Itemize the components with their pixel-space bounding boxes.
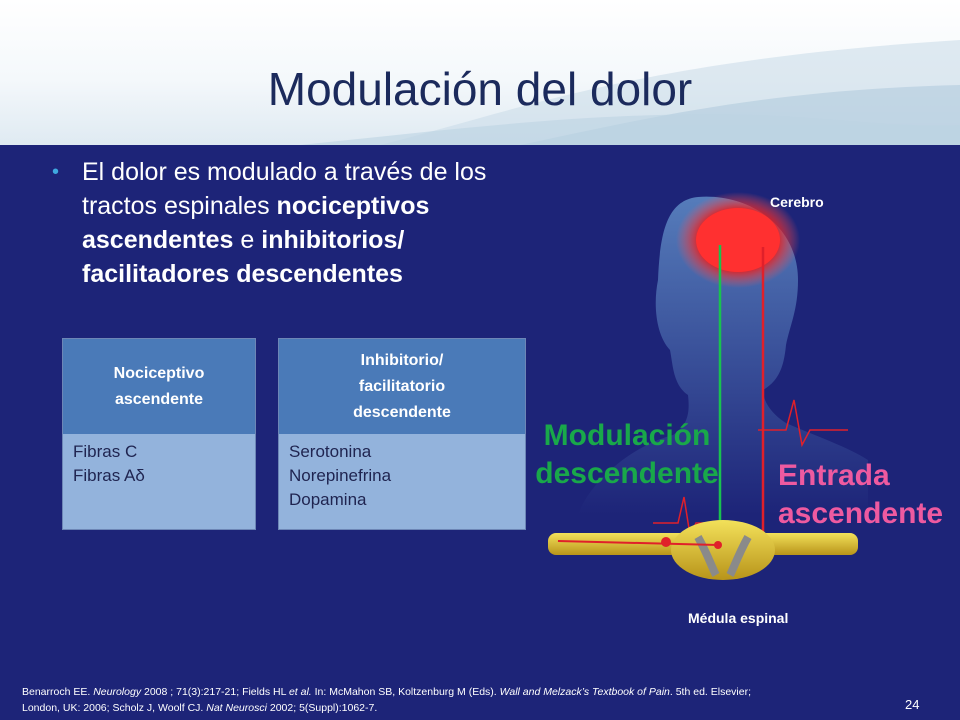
ref-text-italic: Neurology bbox=[93, 686, 142, 698]
slide-header: Modulación del dolor bbox=[0, 0, 960, 145]
bullet-bold-descending: inhibitorios/ facilitadores descendentes bbox=[82, 226, 405, 288]
table-cell: Dopamina bbox=[289, 490, 367, 509]
label-descending-modulation: Modulación descendente bbox=[527, 417, 727, 493]
table-header-line: descendente bbox=[353, 403, 451, 421]
signal-wave-upper bbox=[758, 399, 848, 448]
ref-text-italic: Wall and Melzack’s Textbook of Pain bbox=[499, 686, 670, 698]
table-header-line: ascendente bbox=[114, 390, 204, 408]
ref-text: In: McMahon SB, Koltzenburg M (Eds). bbox=[311, 686, 500, 698]
bullet-point: • El dolor es modulado a través de los t… bbox=[52, 155, 552, 291]
ref-text: 2002; 5(Suppl):1062-7. bbox=[266, 702, 378, 714]
reference-line: Benarroch EE. Neurology 2008 ; 71(3):217… bbox=[22, 684, 902, 700]
bullet-marker-icon: • bbox=[52, 161, 60, 183]
bullet-text-part: El dolor es modulado a través de los tra… bbox=[82, 158, 487, 220]
table-header-line: facilitatorio bbox=[358, 377, 446, 395]
table-header-line: Nociceptivo bbox=[113, 364, 205, 382]
head-silhouette bbox=[578, 196, 868, 515]
table-nociceptive: Nociceptivo ascendente Fibras C Fibras A… bbox=[62, 338, 256, 530]
page-number: 24 bbox=[905, 697, 920, 712]
label-line: descendente bbox=[535, 457, 719, 490]
label-ascending-input: Entrada ascendente bbox=[778, 457, 943, 533]
table-header-line: Inhibitorio/ bbox=[360, 351, 444, 369]
label-line: Modulación bbox=[543, 419, 711, 452]
header-wave-decoration bbox=[300, 40, 960, 145]
table-header: Inhibitorio/ facilitatorio descendente bbox=[279, 339, 525, 434]
label-brain: Cerebro bbox=[770, 194, 824, 210]
bullet-text: El dolor es modulado a través de los tra… bbox=[82, 155, 552, 291]
slide-title: Modulación del dolor bbox=[267, 63, 693, 115]
ref-text: London, UK: 2006; Scholz J, Woolf CJ. bbox=[22, 702, 207, 714]
ref-text: 2008 ; 71(3):217-21; Fields HL bbox=[141, 686, 289, 698]
bullet-bold-ascending: nociceptivos ascendentes bbox=[82, 192, 430, 254]
table-body: Serotonina Norepinefrina Dopamina bbox=[279, 434, 525, 529]
ref-text: . 5th ed. Elsevier; bbox=[669, 686, 751, 698]
table-inhibitory: Inhibitorio/ facilitatorio descendente S… bbox=[278, 338, 526, 530]
table-cell: Fibras Aδ bbox=[73, 466, 145, 485]
table-cell: Fibras C bbox=[73, 442, 138, 461]
references: Benarroch EE. Neurology 2008 ; 71(3):217… bbox=[22, 684, 902, 716]
label-line: ascendente bbox=[778, 497, 944, 530]
head-spine-illustration bbox=[548, 192, 868, 580]
signal-wave-lower bbox=[653, 496, 718, 538]
spinal-cord-section bbox=[671, 520, 775, 580]
label-spinal-cord: Médula espinal bbox=[688, 610, 789, 626]
table-cell: Norepinefrina bbox=[289, 466, 392, 485]
label-line: Entrada bbox=[778, 459, 890, 492]
table-header: Nociceptivo ascendente bbox=[63, 339, 255, 434]
table-cell: Serotonina bbox=[289, 442, 372, 461]
bullet-text-part: e bbox=[233, 226, 262, 254]
table-body: Fibras C Fibras Aδ bbox=[63, 434, 255, 529]
reference-line: London, UK: 2006; Scholz J, Woolf CJ. Na… bbox=[22, 700, 902, 716]
ref-text: Benarroch EE. bbox=[22, 686, 94, 698]
ref-text-italic: et al. bbox=[288, 686, 312, 698]
ref-text-italic: Nat Neurosci bbox=[206, 702, 267, 714]
